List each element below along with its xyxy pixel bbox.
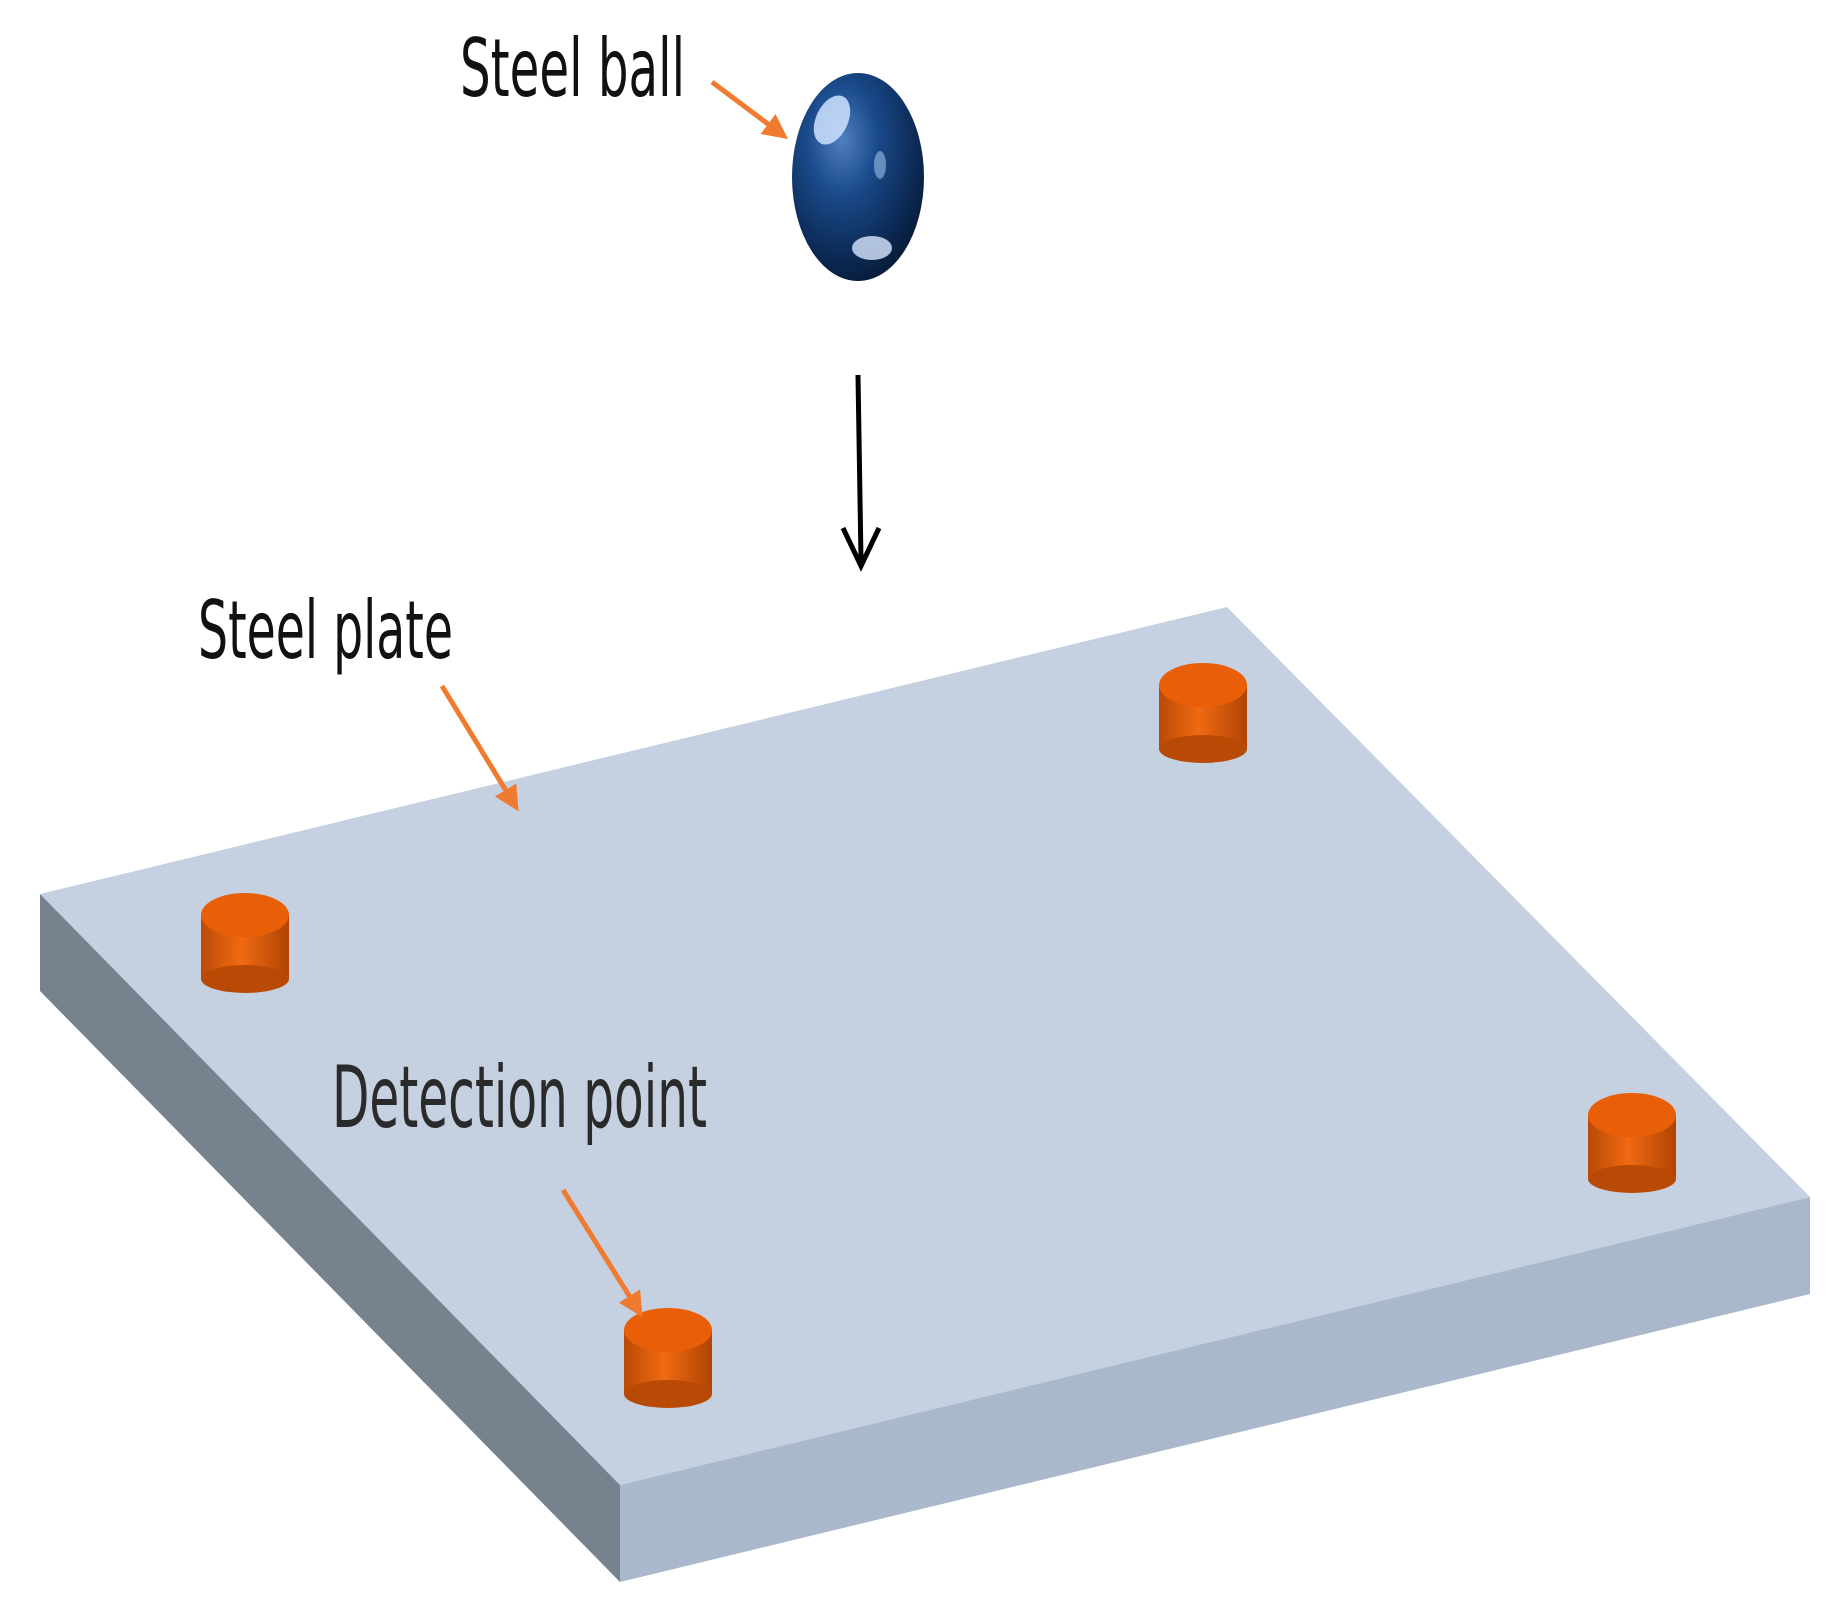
sensor-top-right [1159,663,1247,763]
sensor-right [1588,1093,1676,1193]
plate-left-face [40,894,620,1582]
steel-plate-label: Steel plate [198,584,453,677]
detection-point-label: Detection point [332,1048,707,1148]
sensor-left [201,893,289,993]
steel-ball-pointer-arrow [710,80,788,139]
plate-front-face [620,1197,1810,1582]
detection-point-pointer-arrow [560,1188,643,1318]
steel-ball-label: Steel ball [460,22,685,115]
steel-plate [40,607,1810,1582]
steel-ball [792,73,924,281]
drop-direction-arrow [840,374,882,572]
sensor-bottom [624,1308,712,1408]
steel-plate-pointer-arrow [439,684,519,812]
plate-top-face [40,607,1810,1485]
